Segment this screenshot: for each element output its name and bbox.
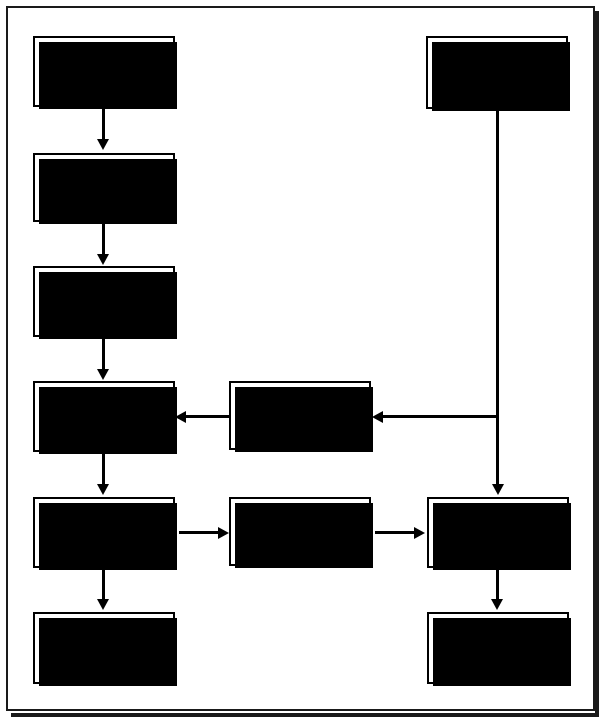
connector-padded-data-to-xor bbox=[102, 337, 105, 370]
node-seed-label: Seed bbox=[481, 64, 513, 80]
node-data[interactable]: Data bbox=[33, 36, 177, 109]
node-xor-left[interactable]: XOR bbox=[33, 381, 177, 454]
node-padding-operation[interactable]: Padding operation (introduces redundancy… bbox=[33, 153, 177, 224]
node-xor-right-label: XOR bbox=[483, 524, 513, 540]
arrowhead-seed-to-masking-fn bbox=[372, 411, 383, 423]
frame-shadow-bottom bbox=[11, 713, 599, 717]
arrowhead-masked-data-to-masked-data bbox=[97, 599, 109, 610]
node-masked-data-middle-label: Masked Data bbox=[63, 524, 145, 540]
arrowhead-masking-fn-to-xor-right bbox=[414, 527, 425, 539]
connector-seed-to-masking-fn bbox=[383, 415, 498, 418]
node-masking-function-top-label: Masking Function bbox=[246, 407, 354, 423]
node-masked-data-bottom-label: Masked Data bbox=[63, 639, 145, 655]
node-seed[interactable]: Seed bbox=[426, 36, 570, 111]
diagram-frame bbox=[6, 6, 595, 711]
node-masked-seed-label: Masked Seed bbox=[456, 639, 540, 655]
connector-xor-right-to-masked-seed bbox=[496, 568, 499, 601]
connector-xor-to-masked-data bbox=[102, 452, 105, 486]
node-masked-data-middle[interactable]: Masked Data bbox=[33, 497, 177, 570]
arrowhead-masking-fn-to-xor-left bbox=[175, 411, 186, 423]
connector-masking-fn-to-xor-left bbox=[186, 415, 231, 418]
arrowhead-xor-right-to-masked-seed bbox=[491, 599, 503, 610]
node-xor-right[interactable]: XOR bbox=[427, 497, 571, 570]
node-padded-data[interactable]: Padded Data bbox=[33, 266, 177, 339]
arrowhead-padded-data-to-xor bbox=[97, 369, 109, 380]
arrowhead-seed-to-xor-right bbox=[492, 484, 504, 495]
node-xor-left-label: XOR bbox=[89, 408, 119, 424]
connector-data-to-padding bbox=[102, 107, 105, 141]
node-data-label: Data bbox=[89, 63, 119, 79]
connector-padding-to-padded-data bbox=[102, 222, 105, 256]
connector-masking-fn-to-xor-right bbox=[375, 531, 415, 534]
frame-shadow-right bbox=[595, 11, 599, 717]
node-masking-function-bottom-label: Masking Function bbox=[246, 523, 354, 539]
arrowhead-masked-data-to-masking-fn bbox=[218, 527, 229, 539]
connector-seed-trunk bbox=[496, 109, 499, 485]
connector-masked-data-to-masking-fn bbox=[179, 531, 219, 534]
node-masking-function-bottom[interactable]: Masking Function bbox=[229, 497, 373, 568]
arrowhead-data-to-padding bbox=[97, 139, 109, 150]
node-padding-operation-label: Padding operation (introduces redundancy… bbox=[48, 162, 160, 211]
connector-masked-data-to-masked-data bbox=[102, 568, 105, 601]
node-masked-data-bottom[interactable]: Masked Data bbox=[33, 612, 177, 686]
arrowhead-padding-to-padded-data bbox=[97, 254, 109, 265]
node-masking-function-top[interactable]: Masking Function bbox=[229, 381, 373, 452]
node-padded-data-label: Padded Data bbox=[64, 293, 144, 309]
node-masked-seed[interactable]: Masked Seed bbox=[427, 612, 571, 686]
arrowhead-xor-to-masked-data bbox=[97, 484, 109, 495]
